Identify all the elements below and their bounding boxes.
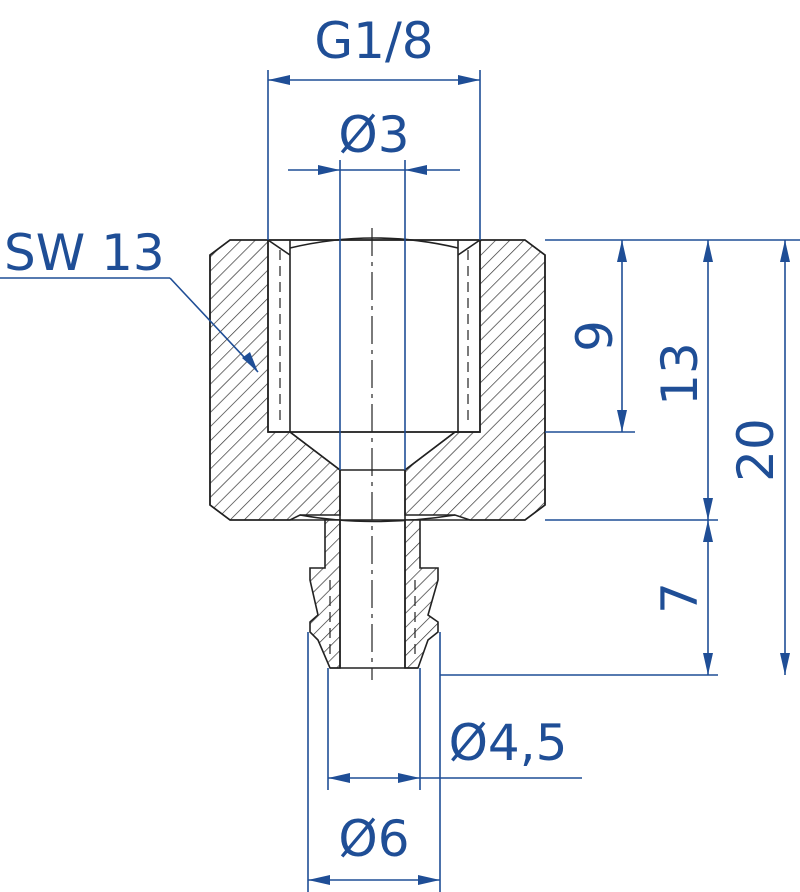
hose-inner-label: Ø4,5 bbox=[449, 714, 568, 772]
thread-bore bbox=[267, 239, 481, 433]
total-height-label: 20 bbox=[727, 418, 785, 482]
body-height-label: 13 bbox=[651, 342, 709, 406]
thread-depth-label: 9 bbox=[566, 320, 624, 352]
hex-body-outline bbox=[209, 239, 546, 521]
fitting-section bbox=[209, 228, 546, 680]
thread-label: G1/8 bbox=[314, 12, 433, 70]
body-wall-right bbox=[404, 239, 546, 521]
stem-wall-left bbox=[309, 519, 341, 669]
barb-length-label: 7 bbox=[651, 582, 709, 614]
body-wall-left bbox=[209, 239, 341, 521]
wrench-size-label: SW 13 bbox=[4, 224, 165, 282]
hose-outer-label: Ø6 bbox=[338, 810, 409, 868]
bore-label: Ø3 bbox=[338, 106, 409, 164]
stem-wall-right bbox=[404, 519, 439, 669]
dimensions: G1/8 Ø3 SW 13 9 13 20 bbox=[0, 12, 800, 892]
